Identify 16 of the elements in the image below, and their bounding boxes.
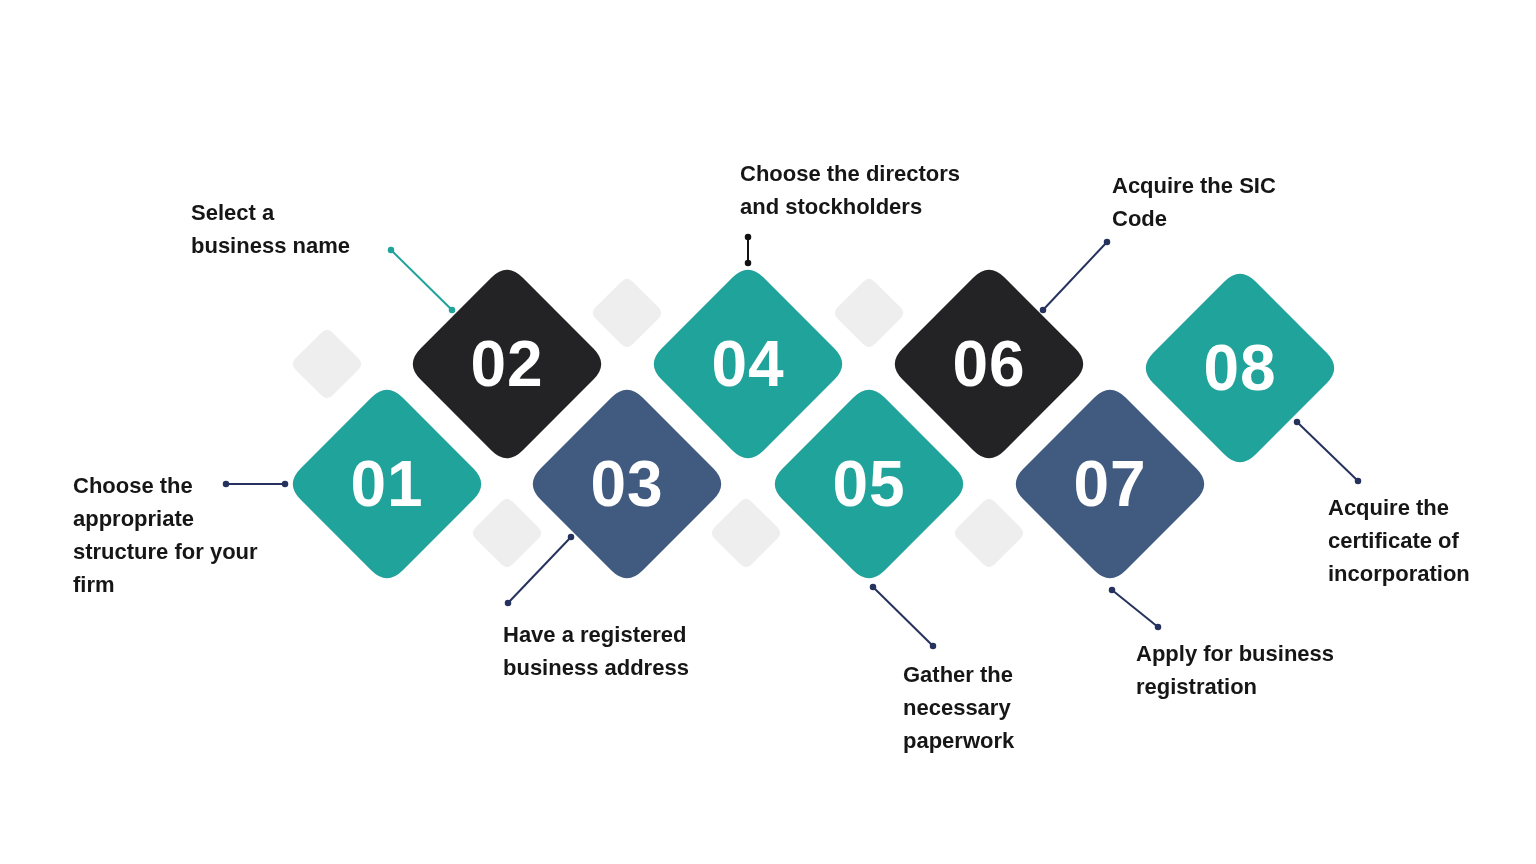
leader-line <box>1039 238 1111 314</box>
leader-line <box>1293 418 1362 485</box>
leader-line <box>744 233 752 267</box>
step-label: Choose the appropriate structure for your firm <box>73 469 293 601</box>
step-label: Gather the necessary paperwork <box>903 658 1053 757</box>
leader-line <box>504 533 575 607</box>
step-label: Have a registered business address <box>503 618 733 684</box>
step-label: Choose the directors and stockholders <box>740 157 985 223</box>
step-label: Acquire the certificate of incorporation <box>1328 491 1508 590</box>
leader-line <box>869 583 937 650</box>
step-label: Acquire the SIC Code <box>1112 169 1312 235</box>
leader-line <box>1108 586 1162 631</box>
step-label: Apply for business registration <box>1136 637 1376 703</box>
leader-line <box>387 246 456 314</box>
step-label: Select a business name <box>191 196 356 262</box>
leader-line <box>222 480 289 488</box>
